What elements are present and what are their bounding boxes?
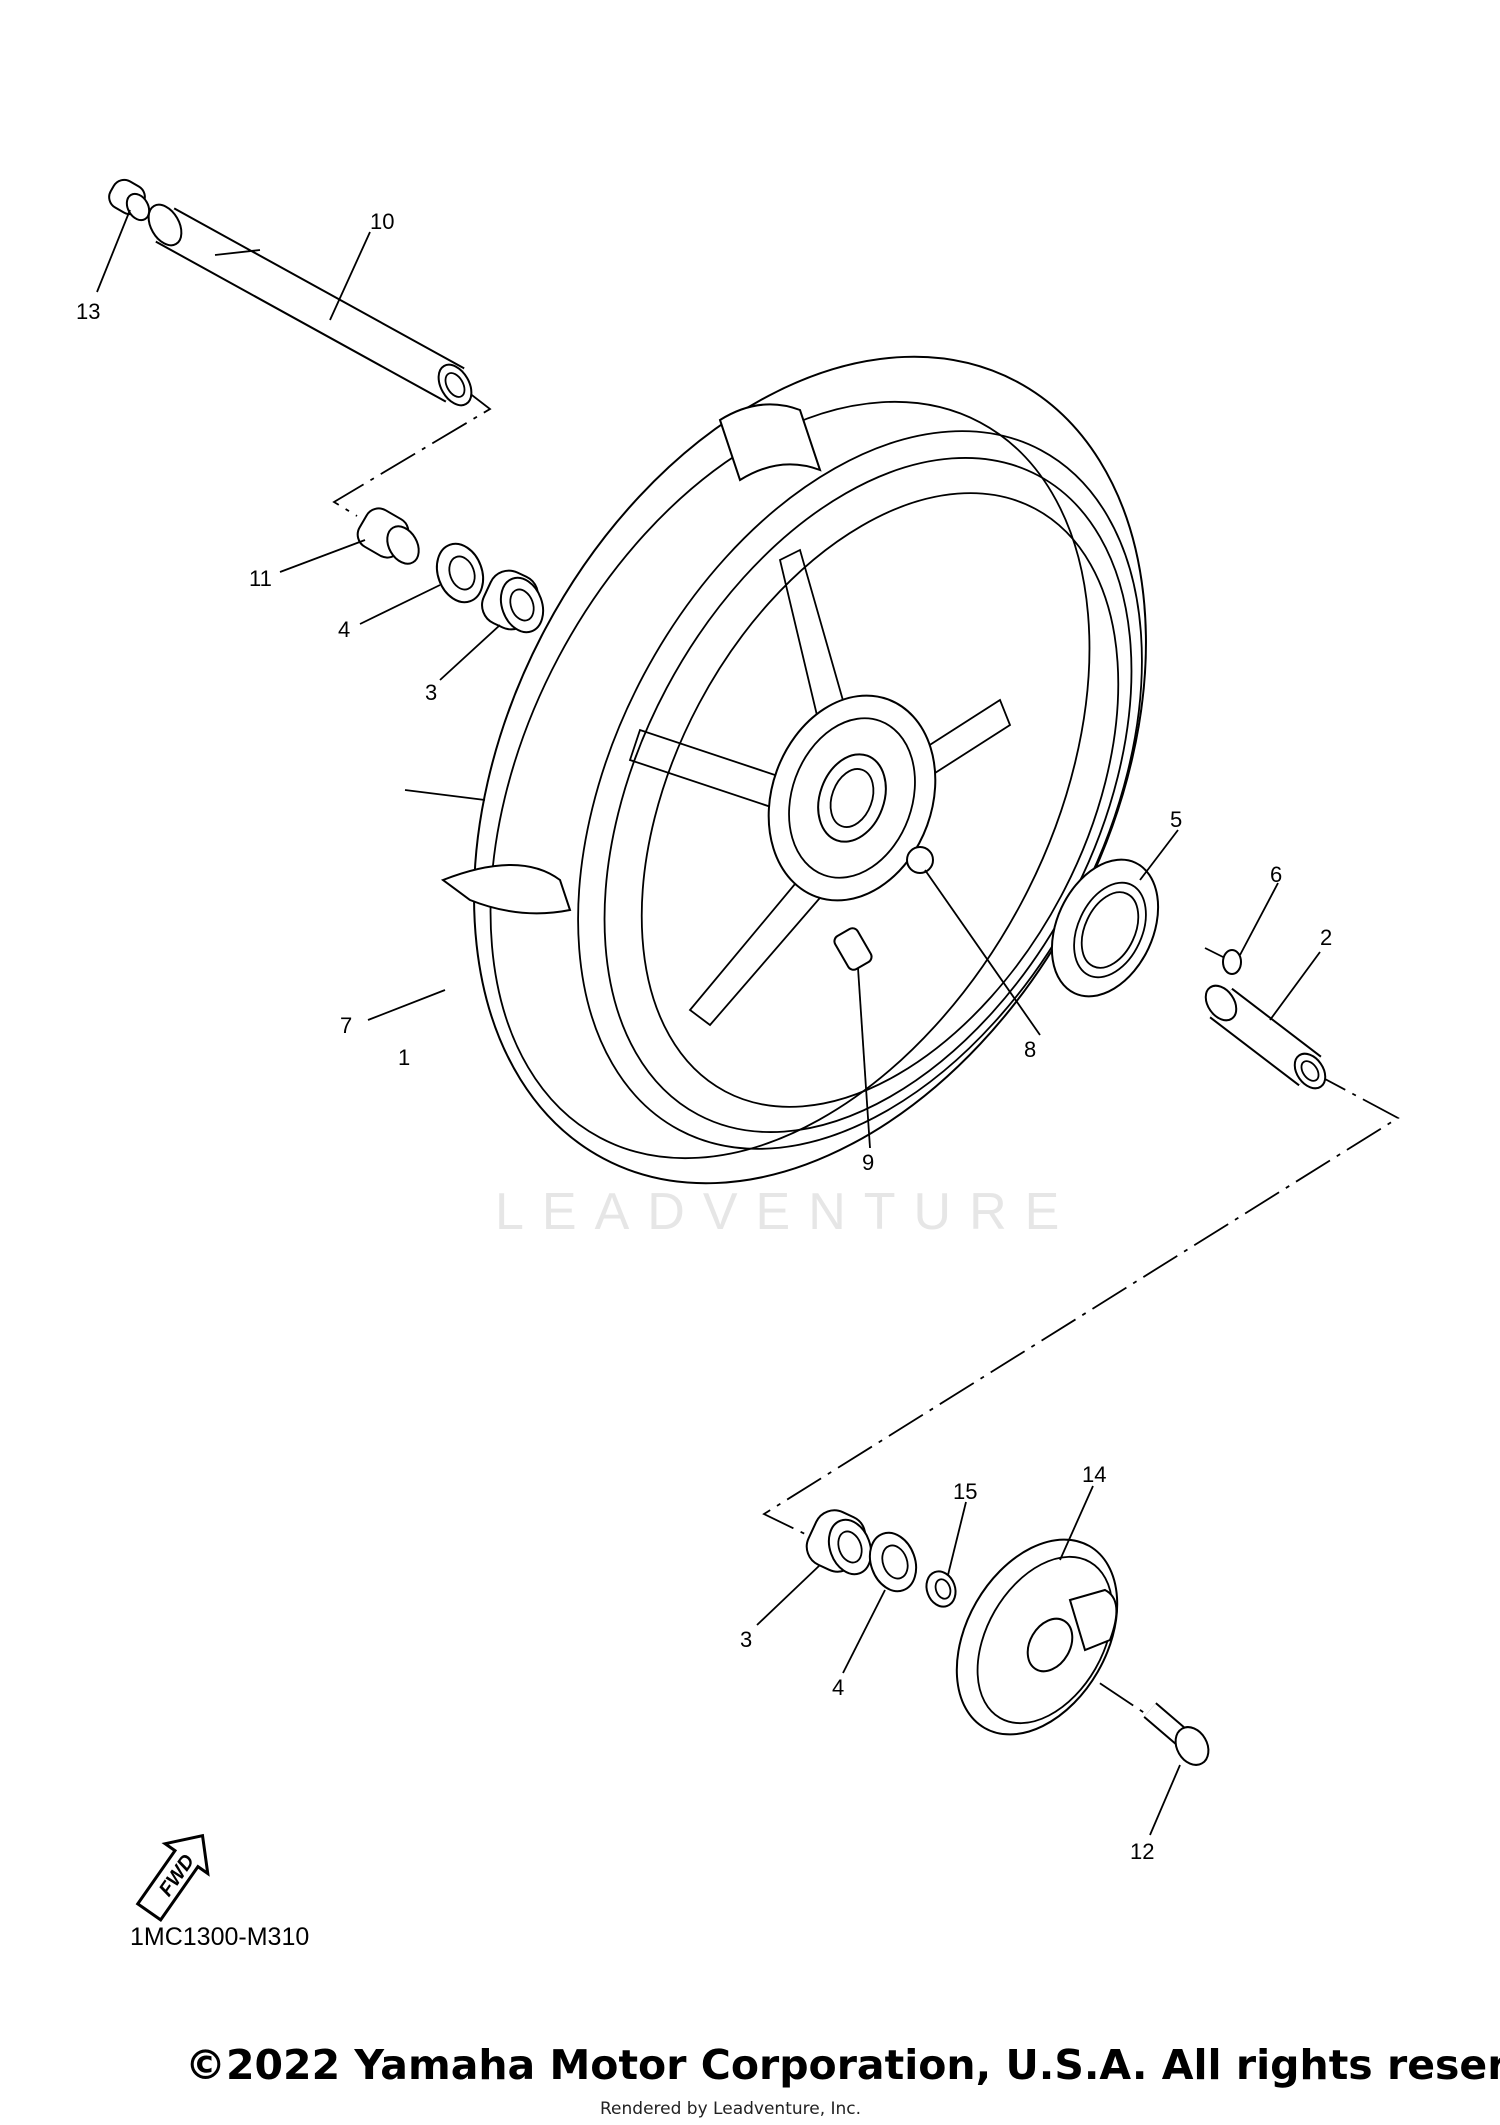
spacer[interactable] — [353, 503, 426, 569]
callout-3-lower[interactable]: 3 — [740, 1627, 752, 1652]
callout-3-upper[interactable]: 3 — [425, 680, 437, 705]
callout-11[interactable]: 11 — [249, 566, 272, 591]
callout-6[interactable]: 6 — [1270, 862, 1282, 887]
forward-arrow-icon: FWD — [135, 1833, 210, 1922]
rendered-by-notice: Rendered by Leadventure, Inc. — [600, 2099, 862, 2119]
callout-5[interactable]: 5 — [1170, 807, 1182, 832]
assembly-line-lower — [762, 1070, 1400, 1535]
leader-lines — [96, 209, 1321, 1836]
callout-7[interactable]: 7 — [340, 1013, 352, 1038]
meter-gear-unit[interactable] — [924, 1511, 1150, 1763]
assembly-line-axle — [332, 388, 492, 517]
collar[interactable] — [105, 176, 154, 225]
front-wheel[interactable] — [339, 241, 1282, 1300]
callout-14[interactable]: 14 — [1082, 1462, 1106, 1487]
callout-4-lower[interactable]: 4 — [832, 1675, 844, 1700]
bolt[interactable] — [1143, 1702, 1215, 1771]
callout-12[interactable]: 12 — [1130, 1839, 1154, 1864]
axle[interactable] — [142, 199, 478, 411]
copyright-notice: ©2022 Yamaha Motor Corporation, U.S.A. A… — [185, 2041, 1500, 2089]
diagram-code: 1MC1300-M310 — [130, 1923, 310, 1951]
oil-seal-lower[interactable] — [862, 1526, 924, 1597]
watermark: LEADVENTURE — [495, 1183, 1078, 1241]
callout-8[interactable]: 8 — [1024, 1037, 1036, 1062]
callout-13[interactable]: 13 — [76, 299, 100, 324]
callout-15[interactable]: 15 — [953, 1479, 977, 1504]
collar-spacer[interactable] — [1199, 980, 1331, 1094]
brake-disc-cover[interactable] — [1031, 842, 1179, 1013]
screw[interactable] — [1204, 947, 1242, 975]
callout-9[interactable]: 9 — [862, 1150, 874, 1175]
callout-4-upper[interactable]: 4 — [338, 617, 350, 642]
callout-2[interactable]: 2 — [1320, 925, 1332, 950]
callout-1[interactable]: 1 — [398, 1045, 410, 1070]
spacer-small[interactable] — [922, 1567, 961, 1610]
oil-seal-upper[interactable] — [429, 537, 491, 608]
callout-10[interactable]: 10 — [370, 209, 394, 234]
bearing-lower[interactable] — [800, 1504, 878, 1580]
bearing-upper[interactable] — [476, 564, 551, 638]
